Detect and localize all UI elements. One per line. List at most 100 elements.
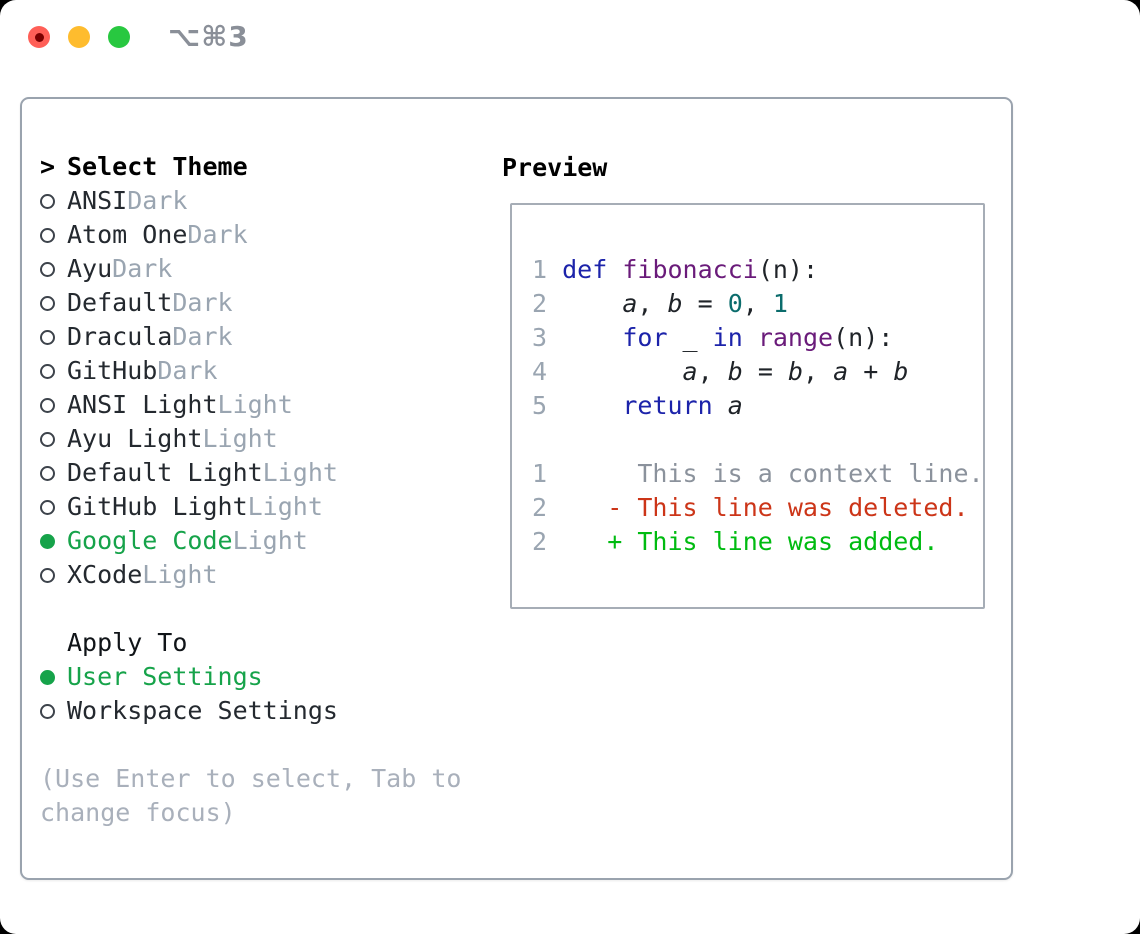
theme-option-ayu-dark[interactable]: Ayu Dark (40, 252, 461, 286)
line-number: 4 (532, 357, 548, 386)
preview-title: Preview (502, 152, 608, 182)
diff-line-context: 1 This is a context line. (532, 457, 984, 491)
radio-cell (40, 329, 67, 345)
theme-option-dracula-dark[interactable]: Dracula Dark (40, 320, 461, 354)
option-label: Dracula (67, 322, 173, 351)
option-label: Atom One (67, 220, 188, 249)
theme-variant-label: Light (202, 424, 278, 453)
option-label: ANSI (67, 186, 128, 215)
theme-option-ansi-dark[interactable]: ANSI Dark (40, 184, 461, 218)
option-label: ANSI Light (67, 390, 218, 419)
code-line: 2 a, b = 0, 1 (532, 289, 788, 318)
radio-cell (40, 465, 67, 481)
option-label: GitHub (67, 356, 158, 385)
radio-cell (40, 431, 67, 447)
minimize-button[interactable] (68, 26, 90, 48)
radio-cell (40, 295, 67, 311)
radio-icon (40, 567, 55, 583)
code-preview: 1 def fibonacci(n): 2 a, b = 0, 1 3 for _ … (532, 253, 984, 559)
maximize-button[interactable] (108, 26, 130, 48)
radio-cell (40, 567, 67, 583)
apply-option-workspace-settings[interactable]: Workspace Settings (40, 694, 461, 728)
select-theme-header: > Select Theme (40, 150, 461, 184)
line-number: 2 (532, 493, 548, 522)
radio-icon (40, 193, 55, 209)
theme-option-default-dark[interactable]: Default Dark (40, 286, 461, 320)
diff-text: This is a context line. (547, 459, 984, 488)
code-line: 3 for _ in range(n): (532, 323, 894, 352)
apply-option-user-settings[interactable]: User Settings (40, 660, 461, 694)
radio-cell (40, 261, 67, 277)
option-label: User Settings (67, 662, 263, 691)
radio-cell (40, 193, 67, 209)
diff-text: + This line was added. (547, 527, 939, 556)
option-label: Ayu (67, 254, 113, 283)
theme-variant-label: Dark (187, 220, 248, 249)
radio-icon (40, 363, 55, 379)
traffic-lights (28, 26, 130, 48)
option-label: Default (67, 288, 173, 317)
diff-line-deleted: 2 - This line was deleted. (532, 491, 984, 525)
hint-text: (Use Enter to select, Tab to change focu… (40, 762, 461, 830)
theme-option-atom-one-dark[interactable]: Atom One Dark (40, 218, 461, 252)
theme-option-ansi-light-light[interactable]: ANSI Light Light (40, 388, 461, 422)
window-title: ⌥⌘3 (168, 20, 249, 53)
apply-to-title: Apply To (67, 628, 188, 657)
radio-icon (40, 465, 55, 481)
blank-line (532, 423, 984, 457)
theme-variant-label: Dark (172, 322, 233, 351)
theme-option-github-dark[interactable]: GitHub Dark (40, 354, 461, 388)
diff-line-added: 2 + This line was added. (532, 525, 984, 559)
code-line: 4 a, b = b, a + b (532, 357, 909, 386)
theme-variant-label: Dark (127, 186, 188, 215)
option-label: GitHub Light (67, 492, 248, 521)
close-button[interactable] (28, 26, 50, 48)
line-number: 5 (532, 391, 548, 420)
line-number: 1 (532, 255, 548, 284)
radio-icon (40, 703, 55, 719)
radio-icon (40, 329, 55, 345)
radio-icon (40, 227, 55, 243)
theme-variant-label: Dark (112, 254, 173, 283)
theme-option-xcode-light[interactable]: XCode Light (40, 558, 461, 592)
radio-icon (40, 431, 55, 447)
theme-variant-label: Dark (157, 356, 218, 385)
preview-header: Preview (502, 150, 607, 184)
code-line: 5 return a (532, 391, 743, 420)
theme-variant-label: Light (232, 526, 308, 555)
hint-line-1: (Use Enter to select, Tab to (40, 764, 462, 793)
radio-icon (40, 499, 55, 515)
diff-text: - This line was deleted. (547, 493, 969, 522)
code-line: 1 def fibonacci(n): (532, 255, 819, 284)
theme-option-default-light-light[interactable]: Default Light Light (40, 456, 461, 490)
theme-variant-label: Light (247, 492, 323, 521)
hint-line-2: change focus) (40, 798, 236, 827)
apply-to-header: Apply To (40, 626, 461, 660)
option-label: Default Light (67, 458, 263, 487)
theme-option-google-code-light[interactable]: Google Code Light (40, 524, 461, 558)
theme-option-github-light-light[interactable]: GitHub Light Light (40, 490, 461, 524)
close-dot-icon (34, 32, 44, 42)
radio-cell (40, 397, 67, 413)
select-theme-title: Select Theme (67, 152, 248, 181)
preview-box: 1 def fibonacci(n): 2 a, b = 0, 1 3 for _ … (510, 203, 985, 609)
radio-cell (40, 227, 67, 243)
option-label: Google Code (67, 526, 233, 555)
line-number: 2 (532, 289, 548, 318)
radio-cell (40, 533, 67, 549)
radio-cell (40, 703, 67, 719)
line-number: 1 (532, 459, 548, 488)
theme-variant-label: Dark (172, 288, 233, 317)
radio-icon (40, 261, 55, 277)
theme-variant-label: Light (142, 560, 218, 589)
theme-option-ayu-light-light[interactable]: Ayu Light Light (40, 422, 461, 456)
radio-cell (40, 499, 67, 515)
radio-selected-icon (40, 669, 55, 685)
radio-icon (40, 295, 55, 311)
radio-cell (40, 363, 67, 379)
